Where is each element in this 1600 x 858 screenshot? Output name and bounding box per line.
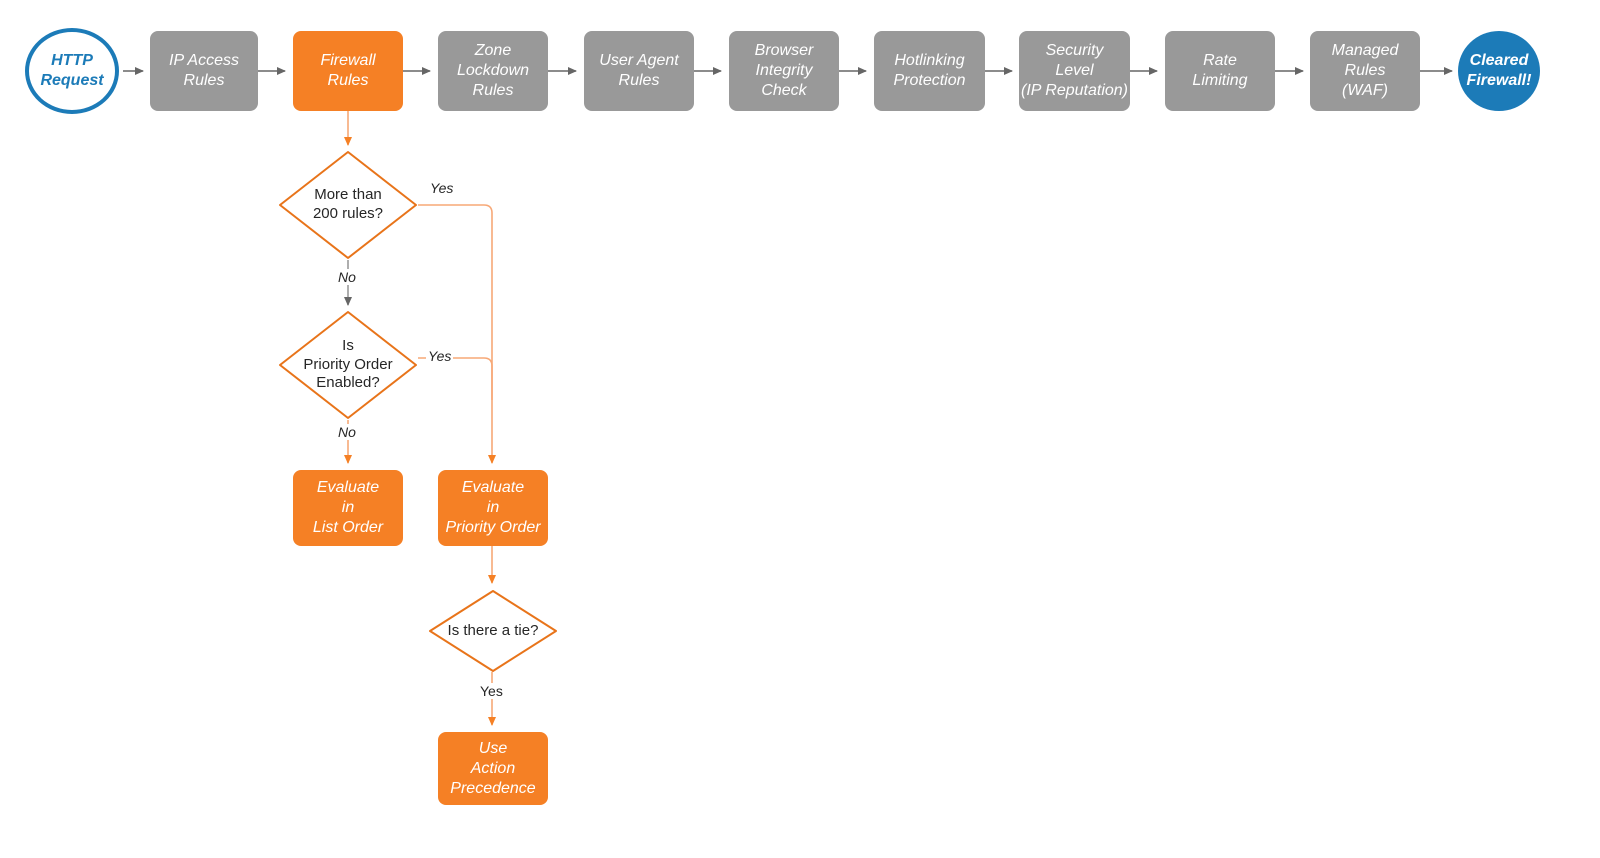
- decision-is-there-a-tie-label: Is there a tie?: [447, 621, 539, 639]
- diamond-shape-more-than-200-rules: [279, 151, 417, 259]
- node-managed-rules-waf-label: Managed Rules (WAF): [1331, 42, 1399, 99]
- node-browser-integrity-check-label: Browser Integrity Check: [754, 42, 814, 99]
- node-security-level-label: Security Level (IP Reputation): [1020, 42, 1128, 99]
- edge-label-tie-yes: Yes: [478, 683, 505, 699]
- node-managed-rules-waf[interactable]: Managed Rules (WAF): [1310, 31, 1420, 111]
- decision-is-there-a-tie[interactable]: Is there a tie?: [428, 589, 558, 673]
- decision-more-than-200-rules-label: More than 200 rules?: [312, 186, 384, 222]
- node-hotlinking-protection[interactable]: Hotlinking Protection: [874, 31, 985, 111]
- edge-label-rules-no: No: [336, 269, 358, 285]
- node-ip-access-rules-label: IP Access Rules: [169, 52, 239, 89]
- node-evaluate-list-order[interactable]: Evaluate in List Order: [293, 470, 403, 546]
- edge-label-priority-no: No: [336, 424, 358, 440]
- node-zone-lockdown-rules[interactable]: Zone Lockdown Rules: [438, 31, 548, 111]
- node-rate-limiting[interactable]: Rate Limiting: [1165, 31, 1275, 111]
- node-evaluate-priority-order-label: Evaluate in Priority Order: [445, 479, 541, 536]
- node-zone-lockdown-rules-label: Zone Lockdown Rules: [456, 42, 530, 99]
- node-ip-access-rules[interactable]: IP Access Rules: [150, 31, 258, 111]
- node-firewall-rules[interactable]: Firewall Rules: [293, 31, 403, 111]
- node-browser-integrity-check[interactable]: Browser Integrity Check: [729, 31, 839, 111]
- edge-priority-yes-to-trunk: [418, 357, 493, 400]
- node-cleared-firewall-label: Cleared Firewall!: [1466, 52, 1532, 89]
- node-firewall-rules-label: Firewall Rules: [320, 52, 376, 89]
- node-rate-limiting-label: Rate Limiting: [1192, 52, 1248, 89]
- decision-more-than-200-rules[interactable]: More than 200 rules?: [278, 150, 418, 260]
- node-evaluate-priority-order[interactable]: Evaluate in Priority Order: [438, 470, 548, 546]
- node-http-request-label: HTTP Request: [40, 52, 104, 89]
- node-use-action-precedence-label: Use Action Precedence: [450, 739, 536, 797]
- edge-rules-yes-to-priority-order: [418, 204, 496, 464]
- decision-is-priority-order-enabled[interactable]: Is Priority Order Enabled?: [278, 310, 418, 420]
- node-http-request[interactable]: HTTP Request: [25, 28, 119, 114]
- node-user-agent-rules-label: User Agent Rules: [599, 52, 679, 89]
- node-cleared-firewall[interactable]: Cleared Firewall!: [1458, 31, 1540, 111]
- node-hotlinking-protection-label: Hotlinking Protection: [893, 52, 966, 89]
- node-use-action-precedence[interactable]: Use Action Precedence: [438, 732, 548, 805]
- edge-label-priority-yes: Yes: [426, 348, 454, 364]
- edge-label-rules-yes: Yes: [428, 180, 456, 196]
- node-security-level[interactable]: Security Level (IP Reputation): [1019, 31, 1130, 111]
- diamond-shape-is-there-a-tie: [429, 590, 557, 672]
- node-evaluate-list-order-label: Evaluate in List Order: [312, 479, 384, 536]
- node-user-agent-rules[interactable]: User Agent Rules: [584, 31, 694, 111]
- diamond-shape-is-priority-order-enabled: [279, 311, 417, 419]
- decision-is-priority-order-enabled-label: Is Priority Order Enabled?: [303, 336, 393, 392]
